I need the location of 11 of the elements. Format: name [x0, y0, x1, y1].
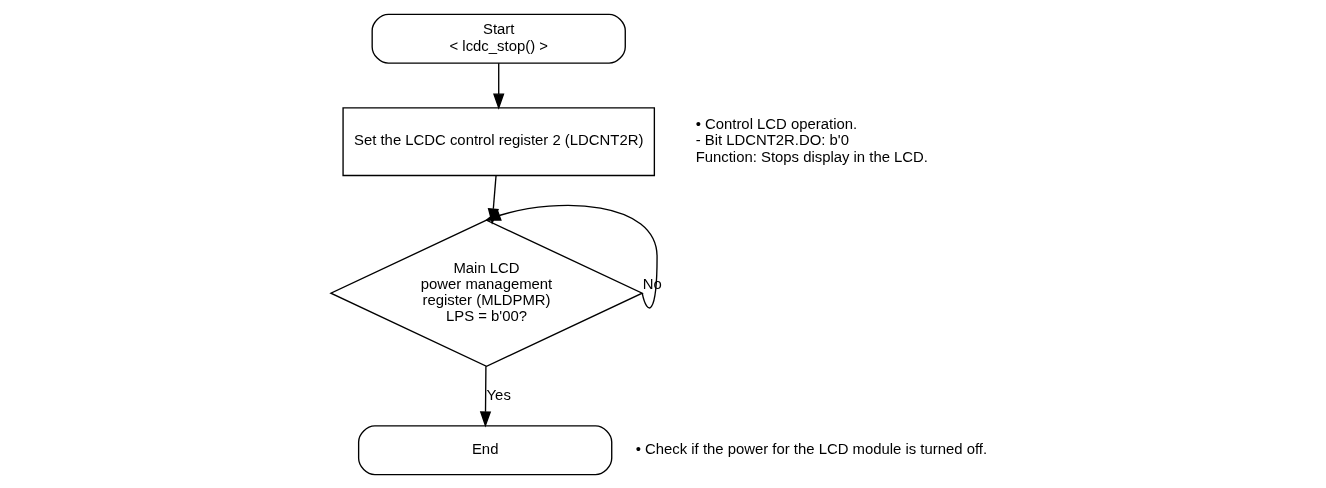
node-box: End: [357, 424, 612, 475]
label: • Check if the power for the LCD module is turned off.: [635, 440, 987, 457]
edge-label: Yes: [486, 386, 511, 403]
node-label: • Control LCD operation.: [695, 115, 857, 132]
node-box: Start < lcdc_stop() >: [371, 13, 626, 64]
arrow: [479, 365, 491, 428]
node-box: Set the LCDC control register 2 (LDCNT2R): [341, 106, 655, 176]
node-diamond: Main LCD power management register (MLDPMR) LPS = b'00?: [328, 218, 644, 367]
node-label: Function: Stops display in the LCD.: [695, 148, 928, 165]
arrow: [492, 62, 504, 110]
node-label: - Bit LDCNT2R.DO: b'0: [695, 131, 849, 148]
